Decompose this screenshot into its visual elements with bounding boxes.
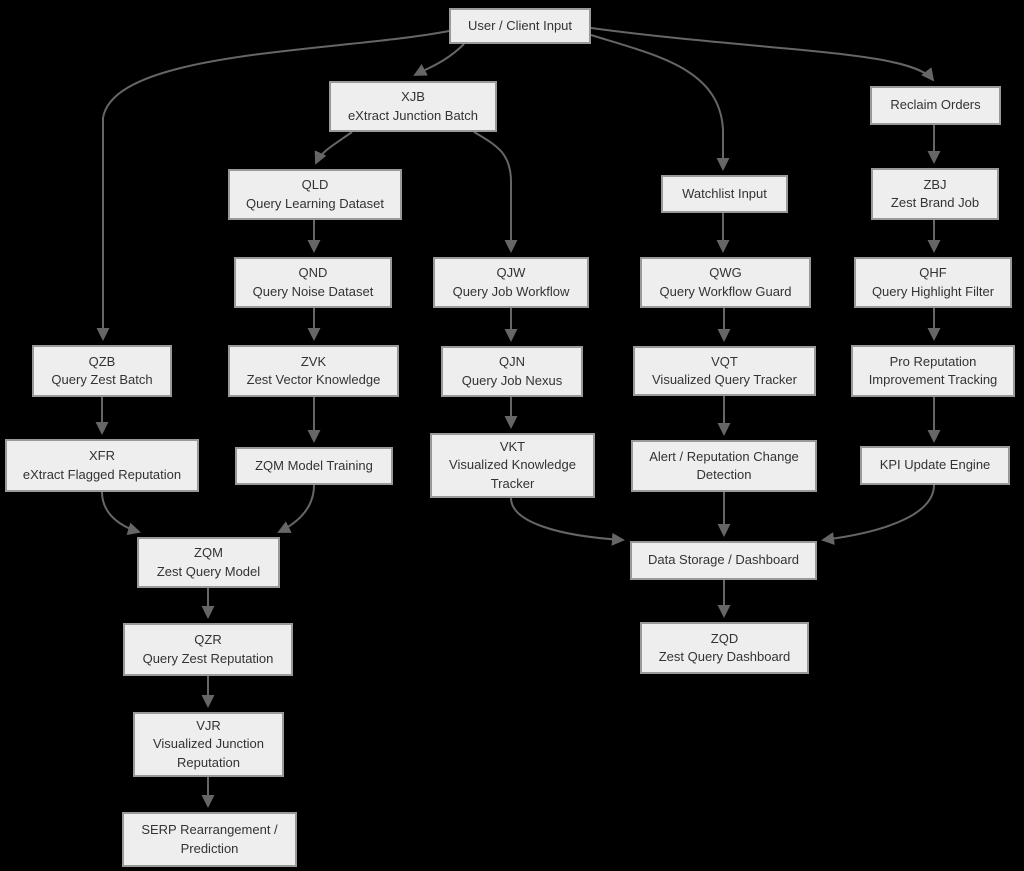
- node-qzr: QZR Query Zest Reputation: [123, 623, 293, 676]
- node-label: Query Noise Dataset: [252, 283, 374, 299]
- edge-user-to-xjb: [413, 43, 465, 76]
- node-reclaim-orders: Reclaim Orders: [870, 86, 1001, 125]
- edge-vkt-to-data-storage: [510, 497, 625, 546]
- node-label: Visualized Junction Reputation: [152, 736, 265, 770]
- edge-user-to-qzb: [96, 30, 450, 341]
- node-xfr: XFR eXtract Flagged Reputation: [5, 439, 199, 492]
- node-code: QJW: [496, 265, 526, 281]
- node-pro-reputation: Pro Reputation Improvement Tracking: [851, 345, 1015, 397]
- node-vqt: VQT Visualized Query Tracker: [633, 346, 816, 396]
- edge-xfr-to-zqm: [101, 491, 141, 536]
- edge-xjb-to-qld: [314, 131, 353, 165]
- node-code: XJB: [401, 89, 425, 105]
- node-zqm: ZQM Zest Query Model: [137, 537, 280, 588]
- node-watchlist-input: Watchlist Input: [661, 175, 788, 213]
- node-label: Alert / Reputation Change Detection: [649, 448, 799, 482]
- node-label: Zest Vector Knowledge: [246, 372, 381, 387]
- node-code: QZR: [194, 632, 222, 648]
- edge-user-to-watchlist: [590, 34, 730, 171]
- node-label: Visualized Query Tracker: [652, 372, 797, 387]
- node-label: Data Storage / Dashboard: [647, 552, 800, 568]
- node-code: ZQM: [194, 545, 223, 561]
- edge-xjb-to-qjw: [473, 131, 518, 253]
- node-label: Zest Brand Job: [890, 195, 980, 210]
- node-code: QND: [298, 265, 328, 281]
- node-code: VJR: [196, 717, 221, 733]
- node-label: eXtract Flagged Reputation: [22, 466, 182, 482]
- node-zvk: ZVK Zest Vector Knowledge: [228, 345, 399, 397]
- node-qjn: QJN Query Job Nexus: [441, 346, 583, 397]
- node-code: ZBJ: [923, 176, 947, 192]
- edge-zqm-model-training-to-zqm: [277, 484, 315, 533]
- node-serp: SERP Rearrangement / Prediction: [122, 812, 297, 867]
- node-qzb: QZB Query Zest Batch: [32, 345, 172, 397]
- edge-kpi-to-data-storage: [821, 484, 935, 546]
- node-vjr: VJR Visualized Junction Reputation: [133, 712, 284, 777]
- node-code: QWG: [709, 265, 742, 281]
- node-xjb: XJB eXtract Junction Batch: [329, 81, 497, 132]
- node-label: Query Zest Batch: [51, 372, 153, 387]
- node-label: Query Job Nexus: [461, 372, 563, 388]
- node-label: SERP Rearrangement / Prediction: [141, 822, 278, 856]
- node-code: XFR: [89, 448, 115, 464]
- node-vkt: VKT Visualized Knowledge Tracker: [430, 433, 595, 498]
- node-label: User / Client Input: [467, 17, 573, 33]
- node-label: Zest Query Dashboard: [658, 649, 791, 664]
- node-kpi-update-engine: KPI Update Engine: [860, 446, 1010, 485]
- node-code: QHF: [919, 265, 947, 281]
- node-label: Query Highlight Filter: [871, 283, 995, 299]
- node-code: QLD: [301, 177, 329, 193]
- node-zqd: ZQD Zest Query Dashboard: [640, 622, 809, 674]
- node-label: Visualized Knowledge Tracker: [449, 457, 576, 491]
- node-qhf: QHF Query Highlight Filter: [854, 257, 1012, 308]
- node-label: Pro Reputation Improvement Tracking: [868, 353, 998, 387]
- edge-user-to-reclaim: [590, 27, 935, 82]
- node-data-storage: Data Storage / Dashboard: [630, 541, 817, 580]
- node-user-client-input: User / Client Input: [449, 8, 591, 44]
- node-label: Watchlist Input: [682, 185, 767, 201]
- node-code: VKT: [499, 438, 526, 454]
- node-label: KPI Update Engine: [879, 457, 991, 473]
- node-code: ZQD: [710, 630, 739, 646]
- node-zbj: ZBJ Zest Brand Job: [871, 168, 999, 220]
- node-qld: QLD Query Learning Dataset: [228, 169, 402, 220]
- node-code: VQT: [711, 353, 738, 369]
- node-label: eXtract Junction Batch: [347, 107, 479, 123]
- node-alert-detection: Alert / Reputation Change Detection: [631, 440, 817, 492]
- node-label: ZQM Model Training: [255, 457, 373, 473]
- node-zqm-model-training: ZQM Model Training: [235, 447, 393, 485]
- node-qwg: QWG Query Workflow Guard: [640, 257, 811, 308]
- node-label: Zest Query Model: [156, 563, 261, 579]
- node-code: ZVK: [300, 353, 327, 369]
- node-label: Query Learning Dataset: [245, 195, 385, 211]
- node-label: Query Job Workflow: [452, 283, 570, 299]
- node-label: Query Zest Reputation: [142, 650, 274, 666]
- node-qjw: QJW Query Job Workflow: [433, 257, 589, 308]
- node-label: Reclaim Orders: [890, 97, 981, 113]
- node-qnd: QND Query Noise Dataset: [234, 257, 392, 308]
- node-code: QJN: [499, 354, 525, 370]
- node-code: QZB: [88, 353, 116, 369]
- node-label: Query Workflow Guard: [659, 283, 792, 299]
